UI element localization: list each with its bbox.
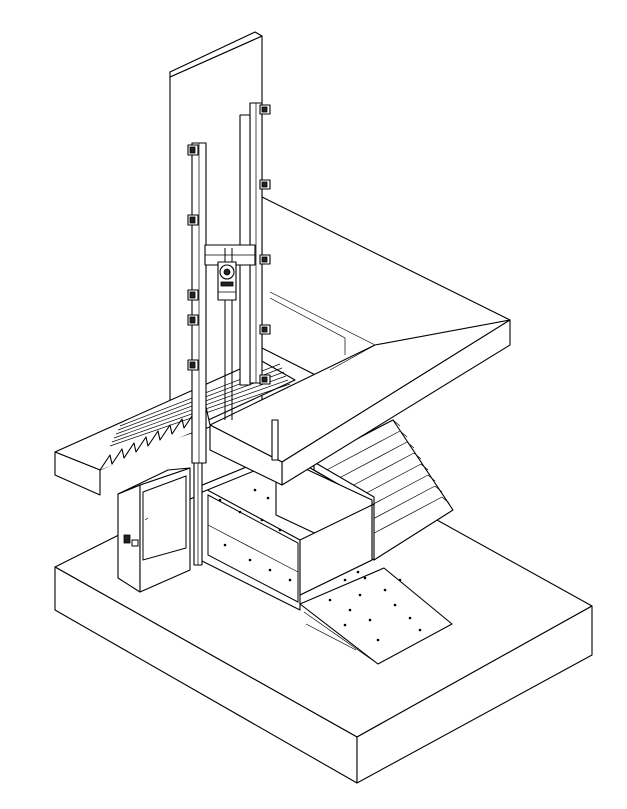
stair-step-edge	[362, 496, 443, 540]
ramp-bolt	[398, 578, 402, 582]
stair-step-riser	[434, 485, 443, 493]
entry-ramp	[299, 567, 453, 665]
ramp-bolt	[328, 598, 332, 602]
panel-bolt	[223, 543, 227, 547]
panel-bolt	[260, 518, 264, 522]
stair-step-riser	[427, 474, 436, 482]
panel-bolt	[356, 570, 360, 574]
stair-step-riser	[420, 463, 429, 471]
stair-step-riser	[413, 452, 422, 460]
ramp-bolt	[408, 616, 412, 620]
left-rail-bolt	[189, 146, 196, 154]
left-rail-bolt	[189, 291, 196, 299]
left-rail-bolt	[189, 361, 196, 369]
ramp-bolt	[393, 603, 397, 607]
stair-step-riser	[441, 496, 450, 504]
ramp-bolt	[348, 608, 352, 612]
right-rail-bolt	[261, 376, 268, 383]
panel-bolt	[253, 488, 257, 492]
stair-step-riser	[392, 419, 401, 427]
ramp-bolt	[363, 576, 367, 580]
ramp-bolt	[418, 628, 422, 632]
stair-step-riser	[406, 441, 415, 449]
panel-bolt	[218, 498, 222, 502]
left-rail-bolt	[189, 216, 196, 224]
panel-bolt	[268, 568, 272, 572]
right-rail-bolt	[261, 181, 268, 188]
ramp-bolt	[358, 593, 362, 597]
upper-landing-slab	[209, 196, 511, 486]
right-rail-bolt	[261, 326, 268, 333]
panel-bolt	[248, 558, 252, 562]
stair-step-riser	[399, 430, 408, 438]
control-cabinet	[117, 467, 191, 593]
lift-guide-rails	[187, 102, 271, 464]
ramp-bolt	[368, 618, 372, 622]
ramp-bolt	[376, 638, 380, 642]
panel-bolt	[278, 528, 282, 532]
panel-bolt	[238, 510, 242, 514]
lift-platform	[199, 454, 373, 611]
right-rail-bolt	[261, 106, 268, 113]
panel-bolt	[288, 578, 292, 582]
panel-bolt	[266, 496, 270, 500]
stair-step-edge	[320, 430, 401, 474]
stair-step-edge	[327, 441, 408, 485]
car-uprights	[193, 419, 279, 566]
right-rail-bolt	[261, 256, 268, 263]
panel-bolt	[343, 578, 347, 582]
ramp-bolt	[383, 588, 387, 592]
drive-motor	[217, 261, 237, 301]
ramp-bolt	[343, 623, 347, 627]
left-rail-bolt	[189, 316, 196, 324]
